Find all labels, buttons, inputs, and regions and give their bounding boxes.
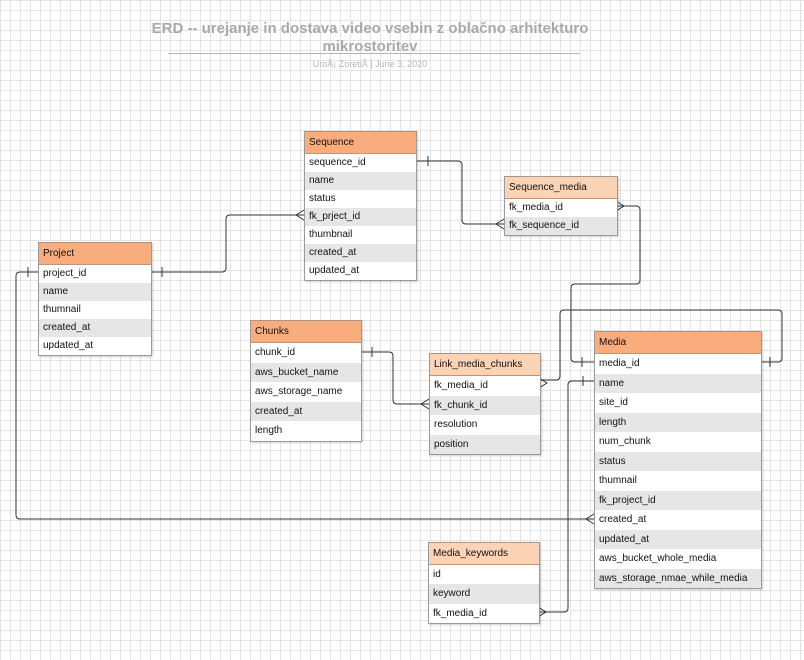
field-row: fk_project_id <box>595 490 761 510</box>
field-row: num_chunk <box>599 436 651 447</box>
rel-project-sequence <box>150 214 304 273</box>
entity-chunks[interactable]: Chunks chunk_id aws_bucket_name aws_storage… <box>250 320 362 442</box>
many-marker <box>295 209 305 221</box>
field-row: media_id <box>599 358 640 369</box>
many-marker <box>537 606 547 618</box>
rel-sequence-sequence-media <box>415 160 504 225</box>
field-row: created_at <box>305 244 416 262</box>
field-row: status <box>309 193 336 204</box>
field-row: fk_chunk_id <box>430 395 540 415</box>
rel-chunks-link <box>360 351 429 405</box>
field-row: fk_prject_id <box>305 208 416 226</box>
field-row: fk_media_id <box>509 202 563 213</box>
field-row: position <box>430 434 540 454</box>
field-row: aws_storage_nmae_while_media <box>595 568 761 588</box>
field-row: updated_at <box>309 265 360 276</box>
rel-media-sequence-media <box>570 205 641 363</box>
entity-header: Media_keywords <box>429 543 539 565</box>
diagram-subtitle: UroÅ¡ ZoretiÄ | June 3, 2020 <box>312 59 428 69</box>
field-row: chunk_id <box>255 347 296 358</box>
field-row: fk_media_id <box>434 380 488 391</box>
rel-media-keywords <box>538 380 594 613</box>
entity-header: Media <box>595 332 761 354</box>
many-marker <box>420 398 430 410</box>
field-row: thumnail <box>599 475 637 486</box>
entity-header: Sequence <box>305 132 416 154</box>
field-row: created_at <box>39 319 151 337</box>
field-row: sequence_id <box>309 157 366 168</box>
rel-project-media <box>15 271 594 520</box>
many-marker <box>585 513 595 525</box>
field-row: name <box>595 373 761 393</box>
many-marker <box>495 218 505 230</box>
field-row: project_id <box>43 268 87 279</box>
entity-sequence-media[interactable]: Sequence_media fk_media_id fk_sequence_id <box>504 176 618 236</box>
field-row: thumnail <box>43 304 81 315</box>
field-row: length <box>595 412 761 432</box>
field-row: aws_bucket_whole_media <box>599 553 717 564</box>
many-marker <box>615 200 625 212</box>
many-marker <box>538 377 548 389</box>
field-row: length <box>255 425 283 437</box>
field-row: status <box>595 451 761 471</box>
field-row: name <box>305 172 416 190</box>
field-row: created_at <box>599 514 647 525</box>
field-row: thumbnail <box>309 229 353 240</box>
rel-media-link-chunks <box>539 309 783 381</box>
field-row: updated_at <box>595 529 761 549</box>
field-row: keyword <box>429 584 539 604</box>
field-row: fk_sequence_id <box>505 217 617 235</box>
entity-header: Sequence_media <box>505 177 617 199</box>
title-divider <box>168 53 580 54</box>
field-row: id <box>433 569 441 580</box>
field-row: fk_media_id <box>433 607 487 619</box>
field-row: site_id <box>599 397 628 408</box>
field-row: updated_at <box>43 340 94 351</box>
entity-header: Chunks <box>251 321 361 343</box>
entity-header: Project <box>39 243 151 265</box>
field-row: resolution <box>434 419 478 430</box>
diagram-title: ERD -- urejanje in dostava video vsebin … <box>151 20 589 55</box>
field-row: created_at <box>251 401 361 422</box>
field-row: name <box>39 283 151 301</box>
entity-header: Link_media_chunks <box>430 354 540 376</box>
field-row: aws_storage_name <box>255 386 343 398</box>
field-row: aws_bucket_name <box>251 362 361 383</box>
